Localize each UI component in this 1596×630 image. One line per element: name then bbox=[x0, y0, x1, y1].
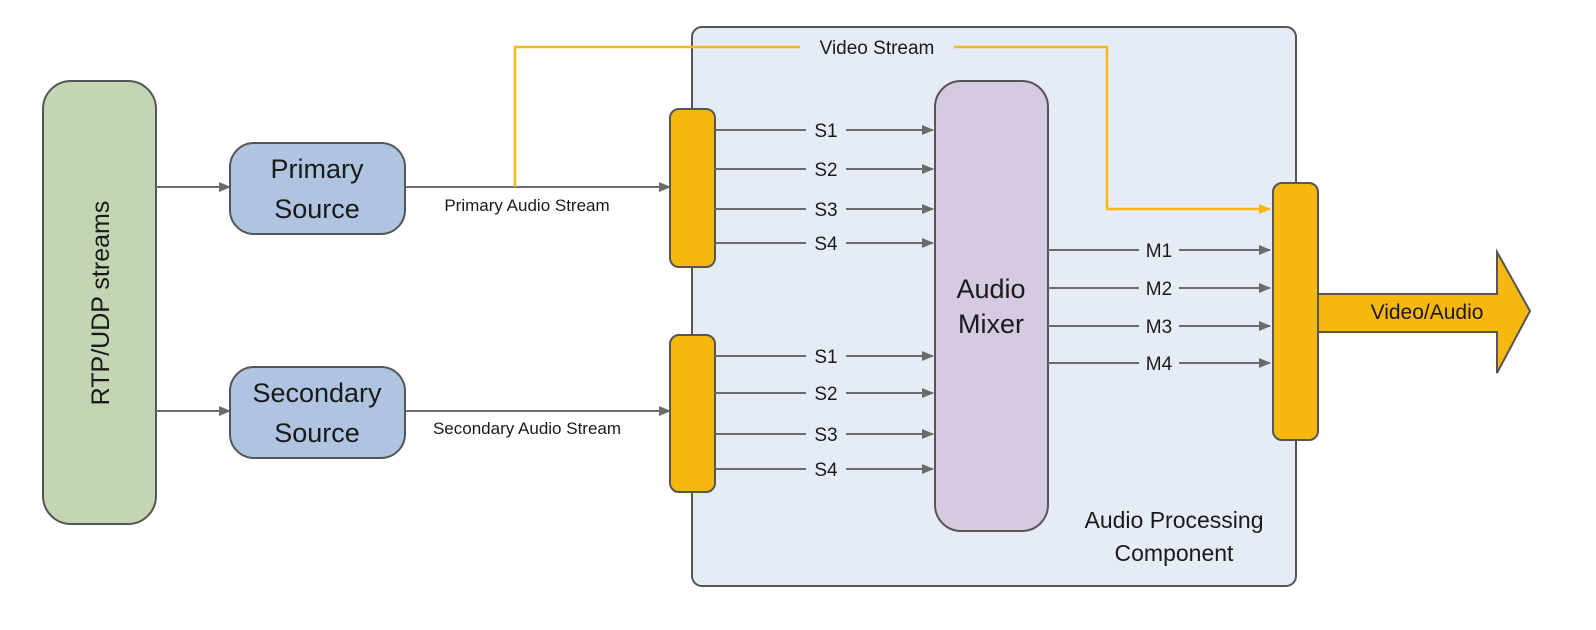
rtp-udp-streams-block bbox=[42, 80, 157, 525]
audio-mixer-line2: Mixer bbox=[958, 309, 1024, 339]
secondary-channel-label-1: S1 bbox=[814, 347, 837, 368]
secondary-channel-splitter bbox=[669, 334, 716, 493]
audio-mixer-block bbox=[934, 80, 1049, 532]
component-label-line1: Audio Processing bbox=[1085, 507, 1264, 533]
audio-mixer-line1: Audio bbox=[956, 274, 1025, 304]
mix-channel-label-1: M1 bbox=[1146, 241, 1172, 262]
video-stream-line bbox=[513, 45, 800, 187]
primary-channel-splitter bbox=[669, 108, 716, 268]
secondary-channel-label-2: S2 bbox=[814, 384, 837, 405]
video-audio-output-arrow bbox=[1317, 248, 1532, 374]
mix-channel-label-3: M3 bbox=[1146, 317, 1172, 338]
component-label-line2: Component bbox=[1115, 540, 1235, 566]
secondary-source-line1: Secondary bbox=[252, 378, 382, 408]
mix-channel-label-2: M2 bbox=[1146, 279, 1172, 300]
secondary-channel-label-3: S3 bbox=[814, 425, 837, 446]
rtp-udp-streams-label: RTP/UDP streams bbox=[87, 201, 115, 406]
primary-source-box bbox=[229, 142, 406, 235]
primary-source-line2: Source bbox=[274, 194, 360, 224]
secondary-audio-stream-label: Secondary Audio Stream bbox=[433, 419, 621, 438]
primary-channel-label-2: S2 bbox=[814, 160, 837, 181]
primary-channel-label-4: S4 bbox=[814, 234, 838, 255]
output-merger bbox=[1272, 182, 1319, 441]
secondary-source-line2: Source bbox=[274, 418, 360, 448]
video-stream-line-right bbox=[954, 45, 1271, 214]
video-stream-label: Video Stream bbox=[820, 38, 935, 59]
primary-channel-label-3: S3 bbox=[814, 200, 837, 221]
primary-channel-label-1: S1 bbox=[814, 121, 837, 142]
mix-channel-label-4: M4 bbox=[1146, 354, 1173, 375]
video-audio-output-label: Video/Audio bbox=[1371, 301, 1484, 324]
secondary-channel-label-4: S4 bbox=[814, 460, 838, 481]
secondary-source-box bbox=[229, 366, 406, 459]
primary-audio-stream-label: Primary Audio Stream bbox=[444, 196, 609, 215]
primary-source-line1: Primary bbox=[271, 154, 364, 184]
